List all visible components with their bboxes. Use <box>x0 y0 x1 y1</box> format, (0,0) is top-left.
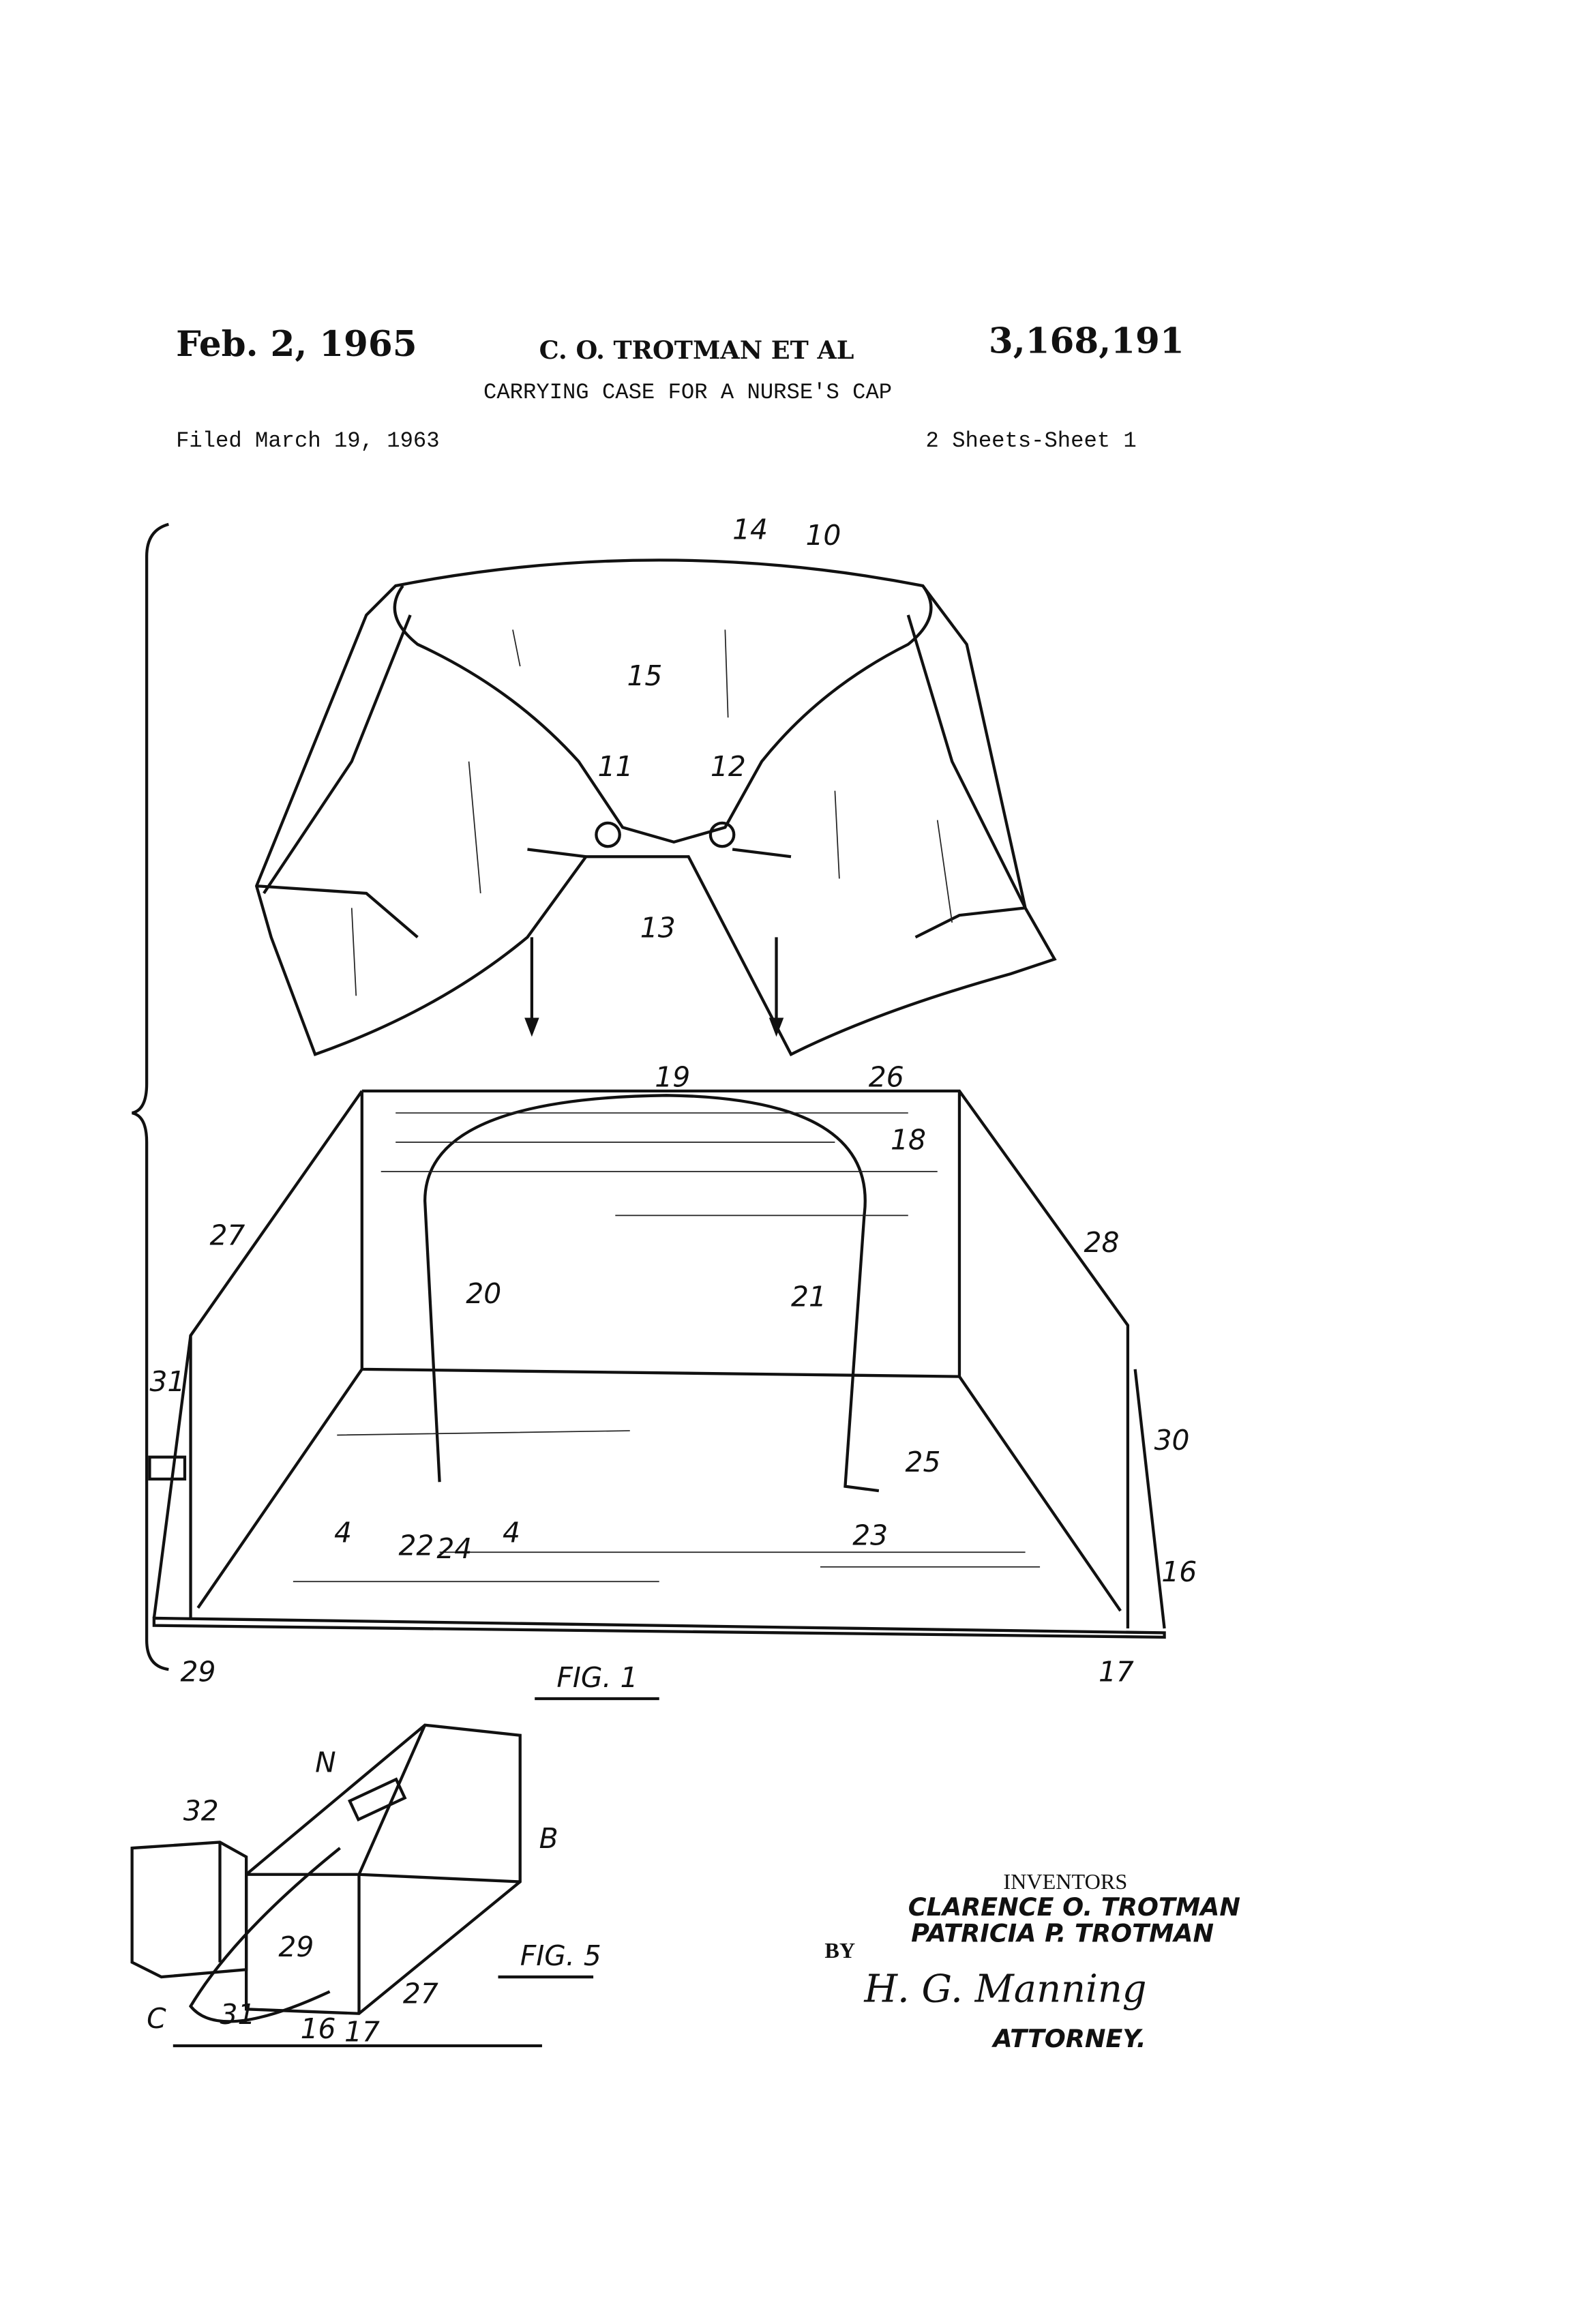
inventor-2: PATRICIA P. TROTMAN <box>911 1919 1214 1948</box>
carrying-case-drawing <box>148 1089 1166 1639</box>
reference-numeral: 26 <box>869 1060 904 1093</box>
reference-numeral: 4 <box>334 1516 352 1549</box>
reference-numeral: 21 <box>791 1281 826 1313</box>
reference-numeral: 4 <box>503 1516 520 1549</box>
attorney-label: ATTORNEY. <box>991 2024 1146 2053</box>
patent-number: 3,168,191 <box>989 321 1184 362</box>
reference-numeral: 29 <box>278 1931 314 1963</box>
reference-numeral: B <box>539 1822 558 1855</box>
reference-numeral: 16 <box>301 2012 336 2045</box>
figure-bracket <box>132 522 169 1671</box>
reference-numeral: 31 <box>149 1365 185 1398</box>
reference-numeral: 17 <box>344 2016 380 2049</box>
reference-numeral: 17 <box>1099 1655 1134 1688</box>
reference-numeral: 31 <box>220 1998 255 2031</box>
reference-numeral: 30 <box>1154 1424 1190 1457</box>
reference-numeral: 13 <box>640 911 676 944</box>
reference-numeral: 19 <box>655 1060 690 1093</box>
fig5-drawing <box>130 1723 542 2048</box>
reference-numeral: N <box>315 1746 336 1778</box>
reference-numeral: 14 <box>732 513 768 546</box>
reference-numeral: C <box>147 2002 166 2035</box>
reference-numeral: 18 <box>891 1124 926 1157</box>
reference-numeral: 25 <box>906 1446 941 1478</box>
reference-numeral: 27 <box>209 1219 245 1251</box>
patent-title: CARRYING CASE FOR A NURSE'S CAP <box>483 380 892 405</box>
filed-date: Filed March 19, 1963 <box>176 428 440 453</box>
patent-date: Feb. 2, 1965 <box>176 324 417 365</box>
reference-numeral: 12 <box>711 750 746 783</box>
reference-numeral: 11 <box>598 750 633 783</box>
by-label: BY <box>824 1938 855 1963</box>
reference-numeral: 15 <box>627 659 662 692</box>
reference-numeral: 29 <box>181 1655 216 1688</box>
reference-numeral: 10 <box>805 519 841 552</box>
reference-numeral: 23 <box>852 1519 888 1552</box>
reference-numeral: 22 <box>398 1530 434 1562</box>
reference-numeral: 28 <box>1084 1226 1119 1259</box>
inventor-short: C. O. TROTMAN ET AL <box>539 336 854 365</box>
fig1-caption: FIG. 1 <box>556 1661 638 1694</box>
reference-numeral: 24 <box>436 1532 472 1565</box>
reference-numeral: 32 <box>183 1794 219 1827</box>
attorney-signature: H. G. Manning <box>863 1967 1146 2012</box>
caption-underlines <box>498 1697 659 1979</box>
fig5-caption: FIG. 5 <box>520 1939 601 1972</box>
reference-numeral: 27 <box>403 1978 438 2010</box>
inventors-heading: INVENTORS <box>1003 1869 1127 1894</box>
inventor-1: CLARENCE O. TROTMAN <box>908 1892 1240 1922</box>
nurse-cap-drawing <box>254 558 1057 1057</box>
reference-numeral: 20 <box>466 1277 501 1310</box>
reference-numeral: 16 <box>1161 1555 1197 1588</box>
sheet-count: 2 Sheets-Sheet 1 <box>926 428 1137 453</box>
